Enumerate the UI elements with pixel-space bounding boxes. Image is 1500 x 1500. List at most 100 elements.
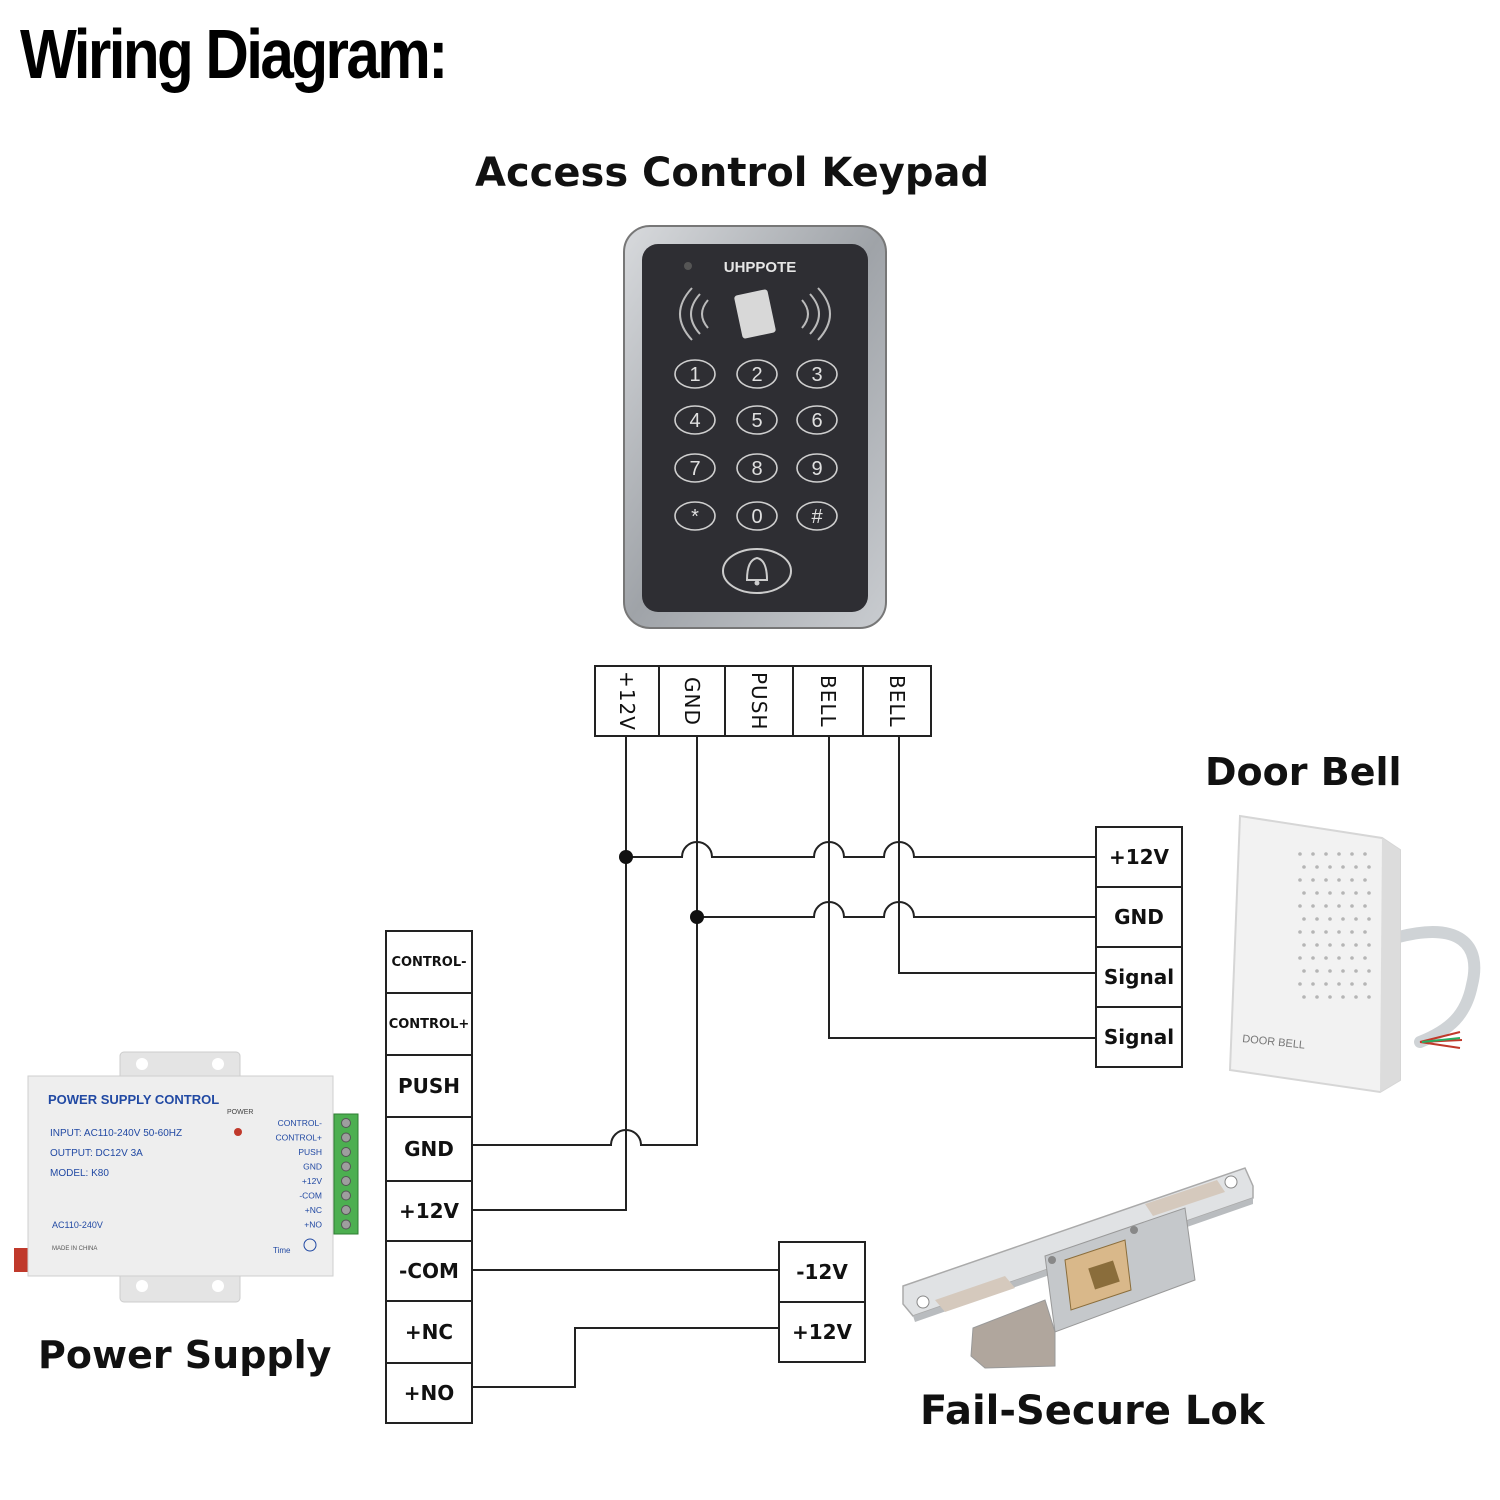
- wire-no-to-lock: [473, 1327, 778, 1388]
- keypad-key: 8: [736, 453, 778, 483]
- terminal-screw: [341, 1132, 351, 1143]
- speaker-hole: [1298, 956, 1302, 960]
- terminal-screw: [341, 1205, 351, 1215]
- lock-terminal-plus-12v: +12V: [778, 1301, 866, 1363]
- speaker-hole: [1324, 852, 1328, 856]
- terminal-screw: [341, 1161, 351, 1172]
- psu-device-input: INPUT: AC110-240V 50-60HZ: [50, 1128, 182, 1139]
- doorbell-terminal-12v: +12V: [1095, 826, 1183, 888]
- page-title: Wiring Diagram:: [20, 15, 448, 93]
- wire-bell2-to-signal: [898, 737, 1095, 974]
- lock-caption: Fail-Secure Lok: [920, 1388, 1265, 1434]
- psu-device-output: OUTPUT: DC12V 3A: [50, 1148, 143, 1159]
- speaker-hole: [1363, 930, 1367, 934]
- psu-device-ac: AC110-240V: [52, 1220, 103, 1230]
- speaker-hole: [1328, 995, 1332, 999]
- speaker-hole: [1328, 969, 1332, 973]
- keypad-key-label: #: [811, 506, 823, 528]
- speaker-hole: [1367, 943, 1371, 947]
- keypad-key: 3: [796, 359, 838, 389]
- keypad-key: *: [674, 501, 716, 531]
- psu-terminal-gnd: GND: [385, 1116, 473, 1182]
- speaker-hole: [1311, 878, 1315, 882]
- keypad-key-label: *: [691, 506, 699, 528]
- speaker-hole: [1311, 904, 1315, 908]
- junction-dot-gnd: [690, 910, 704, 924]
- speaker-hole: [1337, 852, 1341, 856]
- time-knob-icon: [303, 1238, 317, 1252]
- doorbell-terminal-signal-1: Signal: [1095, 946, 1183, 1008]
- speaker-hole: [1350, 852, 1354, 856]
- speaker-hole: [1311, 930, 1315, 934]
- keypad-key: 7: [674, 453, 716, 483]
- terminal-screw: [341, 1147, 351, 1157]
- keypad-key: 1: [674, 359, 716, 389]
- speaker-hole: [1354, 969, 1358, 973]
- speaker-hole: [1302, 917, 1306, 921]
- speaker-hole: [1315, 969, 1319, 973]
- rfid-card-icon: [679, 287, 831, 341]
- speaker-hole: [1354, 891, 1358, 895]
- speaker-hole: [1337, 878, 1341, 882]
- wire-gnd-to-doorbell: [697, 901, 1095, 918]
- terminal-screw: [341, 1190, 351, 1201]
- keypad-key-label: 3: [811, 364, 822, 386]
- psu-device-terminal-label: +NC: [305, 1205, 322, 1215]
- keypad-key-label: 9: [811, 458, 822, 480]
- wire-keypad-gnd-to-psu: [473, 737, 698, 1146]
- speaker-hole: [1341, 943, 1345, 947]
- psu-terminal-control-plus: CONTROL+: [385, 992, 473, 1056]
- keypad-terminal-12v: +12V: [594, 665, 660, 737]
- lock-device: [902, 1167, 1254, 1369]
- keypad-brand: UHPPOTE: [724, 259, 797, 276]
- power-led-icon: [234, 1128, 242, 1136]
- terminal-screw: [341, 1176, 351, 1186]
- power-supply-device: POWER SUPPLY CONTROL INPUT: AC110-240V 5…: [14, 1051, 359, 1303]
- keypad-key: 9: [796, 453, 838, 483]
- keypad-key-label: 5: [751, 410, 762, 432]
- speaker-hole: [1367, 891, 1371, 895]
- speaker-hole: [1328, 917, 1332, 921]
- speaker-hole: [1302, 995, 1306, 999]
- speaker-hole: [1337, 904, 1341, 908]
- keypad-terminal-push: PUSH: [724, 665, 794, 737]
- speaker-hole: [1315, 943, 1319, 947]
- speaker-hole: [1367, 865, 1371, 869]
- keypad-key-label: 7: [689, 458, 700, 480]
- speaker-hole: [1298, 930, 1302, 934]
- doorbell-caption: Door Bell: [1205, 750, 1402, 794]
- speaker-hole: [1324, 930, 1328, 934]
- doorbell-terminal-signal-2: Signal: [1095, 1006, 1183, 1068]
- speaker-hole: [1311, 852, 1315, 856]
- speaker-hole: [1341, 995, 1345, 999]
- keypad-key-label: 0: [751, 506, 762, 528]
- psu-device-terminal-label: +12V: [302, 1176, 322, 1186]
- keypad-key: 6: [796, 405, 838, 435]
- speaker-hole: [1315, 917, 1319, 921]
- speaker-hole: [1311, 956, 1315, 960]
- speaker-hole: [1324, 956, 1328, 960]
- speaker-hole: [1315, 891, 1319, 895]
- psu-device-terminal-label: CONTROL-: [278, 1118, 323, 1128]
- keypad-terminal-gnd: GND: [658, 665, 726, 737]
- terminal-screw: [341, 1219, 351, 1230]
- keypad-key: #: [796, 501, 838, 531]
- speaker-hole: [1311, 982, 1315, 986]
- speaker-hole: [1302, 865, 1306, 869]
- psu-device-terminal-label: GND: [303, 1162, 322, 1172]
- speaker-hole: [1337, 982, 1341, 986]
- speaker-hole: [1328, 865, 1332, 869]
- speaker-hole: [1324, 982, 1328, 986]
- speaker-hole: [1302, 891, 1306, 895]
- wire-12v-to-doorbell: [626, 841, 1095, 858]
- speaker-hole: [1354, 865, 1358, 869]
- bell-key-icon: [722, 548, 792, 594]
- speaker-hole: [1367, 969, 1371, 973]
- speaker-hole: [1354, 943, 1358, 947]
- keypad-key-label: 2: [751, 364, 762, 386]
- speaker-hole: [1302, 969, 1306, 973]
- psu-terminal-nc: +NC: [385, 1300, 473, 1364]
- speaker-hole: [1324, 904, 1328, 908]
- speaker-hole: [1354, 995, 1358, 999]
- speaker-hole: [1302, 943, 1306, 947]
